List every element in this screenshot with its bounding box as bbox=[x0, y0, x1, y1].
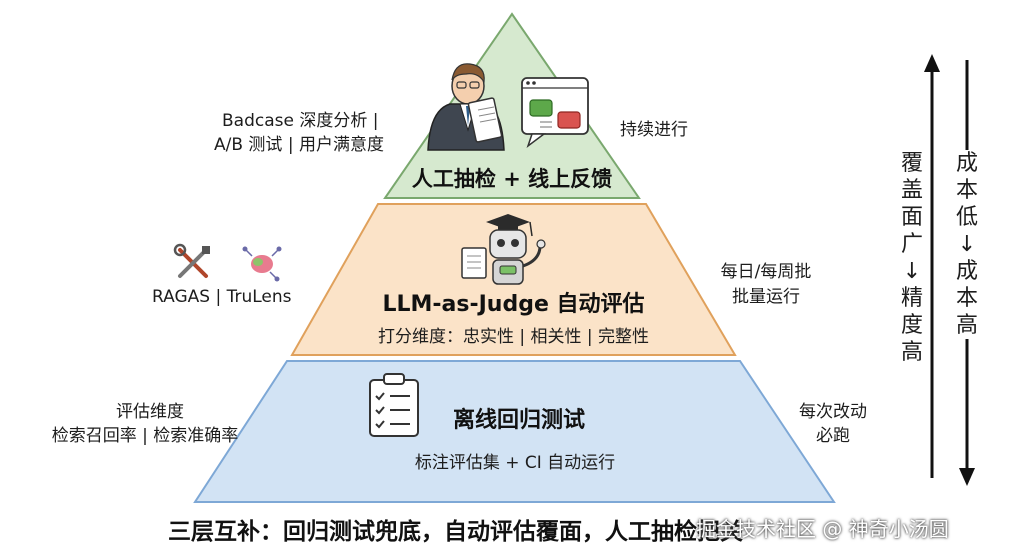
tier-top-title: 人工抽检 + 线上反馈 bbox=[411, 167, 613, 191]
feedback-thumbs-icon bbox=[521, 77, 589, 149]
tier-bottom-left-note-line2: 检索召回率 | 检索准确率 bbox=[51, 426, 239, 446]
tier-top-left-note-line2: A/B 测试 | 用户满意度 bbox=[214, 135, 384, 155]
tier-bottom-right-note-line2: 必跑 bbox=[816, 426, 850, 446]
tier-middle-subtitle: 打分维度：忠实性 | 相关性 | 完整性 bbox=[377, 327, 650, 347]
person-reading-icon bbox=[427, 63, 505, 151]
tier-middle-right-note-line1: 每日/每周批 bbox=[720, 262, 812, 282]
coverage-axis-label: 覆盖面广↓精度高 bbox=[897, 150, 927, 366]
watermark: 掘金技术社区 @ 神奇小汤圆 bbox=[696, 517, 949, 541]
tier-top-left-note-line1: Badcase 深度分析 | bbox=[222, 111, 379, 131]
checklist-clipboard-icon bbox=[369, 373, 419, 437]
trulens-brain-icon bbox=[242, 246, 282, 282]
tier-bottom-shape bbox=[193, 360, 836, 503]
tier-bottom-right-note-line1: 每次改动 bbox=[799, 402, 867, 422]
tier-middle-right-note-line2: 批量运行 bbox=[732, 287, 800, 307]
tier-bottom-title: 离线回归测试 bbox=[452, 408, 585, 433]
tools-icon bbox=[173, 243, 210, 278]
coverage-arrow bbox=[924, 54, 940, 478]
cost-axis-label: 成本低↓成本高 bbox=[952, 150, 982, 339]
tier-middle-title: LLM-as-Judge 自动评估 bbox=[382, 292, 645, 317]
summary-text: 三层互补：回归测试兜底，自动评估覆面，人工抽检把关 bbox=[168, 519, 743, 545]
tier-bottom-left-note-line1: 评估维度 bbox=[116, 402, 184, 422]
tier-top-right-note: 持续进行 bbox=[620, 120, 688, 140]
robot-graduate-icon bbox=[461, 214, 546, 285]
tier-bottom-subtitle: 标注评估集 + CI 自动运行 bbox=[414, 453, 616, 473]
tier-middle-left-note: RAGAS | TruLens bbox=[152, 287, 292, 307]
